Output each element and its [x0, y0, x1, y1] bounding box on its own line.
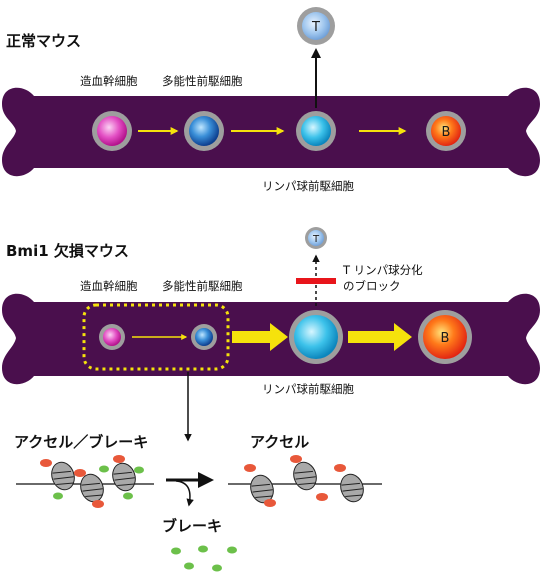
chromatin-left	[16, 455, 154, 508]
normal-b-cell: B	[426, 111, 466, 151]
accelerator-factor	[316, 493, 328, 501]
nucleosome	[340, 473, 364, 503]
brake-factor	[171, 547, 181, 555]
accelerator-factor	[244, 464, 256, 472]
normal-t-cell: T	[297, 7, 335, 45]
nucleosome	[80, 473, 104, 503]
block-label-line2: のブロック	[343, 279, 401, 293]
bmi1-lp-cell	[289, 310, 343, 364]
brake-factor	[184, 562, 194, 570]
transition-arrow	[166, 472, 214, 507]
normal-t-letter: T	[311, 20, 320, 35]
accelerator-factor	[74, 469, 86, 477]
brake-factor	[227, 546, 237, 554]
brake-factor	[134, 466, 144, 474]
normal-title: 正常マウス	[6, 32, 81, 50]
normal-mpp-cell	[184, 111, 224, 151]
brake-factor	[212, 564, 222, 572]
released-brake-label: ブレーキ	[162, 517, 222, 535]
normal-lp-label: リンパ球前駆細胞	[262, 179, 354, 193]
brake-factor	[99, 465, 109, 473]
bmi1-b-cell: B	[418, 310, 472, 364]
normal-hsc-cell	[92, 111, 132, 151]
brake-factor	[123, 492, 133, 500]
bmi1-b-letter: B	[441, 331, 450, 346]
nucleosome	[293, 461, 317, 491]
normal-hsc-label: 造血幹細胞	[80, 74, 138, 88]
accelerator-factor	[113, 455, 125, 463]
bmi1-hsc-label: 造血幹細胞	[80, 279, 138, 293]
brake-factor	[53, 492, 63, 500]
accelerator-factor	[290, 455, 302, 463]
accelerator-factor	[40, 459, 52, 467]
chromatin-left-title: アクセル／ブレーキ	[14, 433, 148, 451]
nucleosome	[51, 461, 75, 491]
block-bar	[296, 278, 336, 284]
accelerator-factor	[264, 499, 276, 507]
bmi1-big-arrow-2	[348, 323, 412, 351]
nucleosome	[112, 462, 136, 492]
chromatin-right-title: アクセル	[250, 433, 309, 451]
bmi1-t-letter: T	[312, 234, 320, 245]
normal-lp-cell	[296, 111, 336, 151]
bmi1-big-arrow-1	[232, 323, 288, 351]
bmi1-lp-label: リンパ球前駆細胞	[262, 382, 354, 396]
bmi1-title: Bmi1 欠損マウス	[6, 242, 129, 260]
bmi1-mpp-cell	[191, 324, 217, 350]
bmi1-hsc-cell	[99, 324, 125, 350]
normal-b-letter: B	[442, 125, 451, 140]
normal-mpp-label: 多能性前駆細胞	[162, 74, 243, 88]
released-brakes	[171, 545, 237, 572]
block-label-line1: T リンパ球分化	[342, 263, 423, 277]
accelerator-factor	[92, 500, 104, 508]
brake-factor	[198, 545, 208, 553]
bmi1-mpp-label: 多能性前駆細胞	[162, 279, 243, 293]
accelerator-factor	[334, 464, 346, 472]
bmi1-t-cell: T	[305, 227, 327, 249]
chromatin-right	[228, 455, 382, 507]
